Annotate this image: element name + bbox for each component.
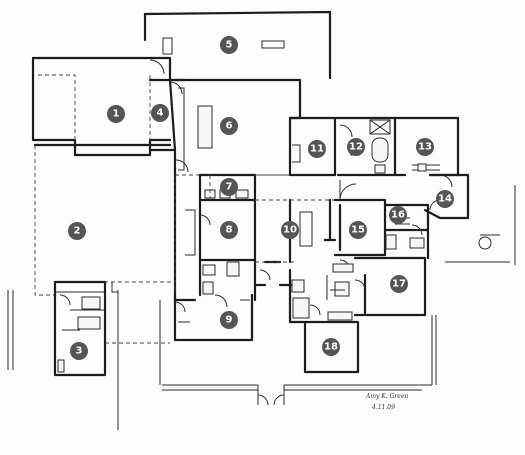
room-badge-16: 16 xyxy=(389,206,407,224)
room-badge-10: 10 xyxy=(281,221,299,239)
bedroom-18-walls xyxy=(288,268,360,374)
bath-16-walls xyxy=(383,203,430,260)
svg-text:1: 1 xyxy=(113,109,120,120)
room-badge-6: 6 xyxy=(220,117,238,135)
svg-text:18: 18 xyxy=(324,342,338,353)
svg-text:7: 7 xyxy=(226,182,233,193)
bedroom-9-walls xyxy=(173,258,254,342)
svg-text:16: 16 xyxy=(391,210,405,221)
room-badge-9: 9 xyxy=(220,311,238,329)
motor-court-outline xyxy=(7,143,175,430)
room-badge-8: 8 xyxy=(220,221,238,239)
entry-connector-walls xyxy=(253,260,297,287)
svg-text:15: 15 xyxy=(351,225,365,236)
room-badge-15: 15 xyxy=(349,221,367,239)
room-badge-7: 7 xyxy=(220,178,238,196)
svg-text:17: 17 xyxy=(392,279,406,290)
svg-text:10: 10 xyxy=(283,225,297,236)
drawing-date: 4.11.09 xyxy=(371,404,395,411)
garage-walls xyxy=(31,56,172,157)
room-badge-17: 17 xyxy=(390,275,408,293)
svg-text:9: 9 xyxy=(226,315,233,326)
svg-text:4: 4 xyxy=(157,108,164,119)
courtyard-outline xyxy=(159,185,516,406)
room-badge-3: 3 xyxy=(70,342,88,360)
bedroom-17-walls xyxy=(326,256,427,317)
architect-signature: Amy K. Green xyxy=(365,393,408,400)
room-badge-1: 1 xyxy=(107,105,125,123)
master-suite-walls xyxy=(288,116,460,188)
room-badge-2: 2 xyxy=(68,222,86,240)
svg-text:6: 6 xyxy=(226,121,233,132)
center-wing-walls xyxy=(173,173,257,302)
svg-text:8: 8 xyxy=(226,225,233,236)
rear-terrace-outline xyxy=(143,10,332,80)
room-badge-18: 18 xyxy=(322,338,340,356)
room-badge-11: 11 xyxy=(308,140,326,158)
guest-suite-walls xyxy=(53,280,170,377)
room-badge-14: 14 xyxy=(436,190,454,208)
room-badge-13: 13 xyxy=(416,138,434,156)
svg-text:5: 5 xyxy=(226,40,233,51)
room-badge-12: 12 xyxy=(347,138,365,156)
svg-text:2: 2 xyxy=(74,226,81,237)
room-badge-5: 5 xyxy=(220,36,238,54)
svg-text:12: 12 xyxy=(349,142,363,153)
svg-text:14: 14 xyxy=(438,194,452,205)
svg-text:13: 13 xyxy=(418,142,432,153)
room-badge-4: 4 xyxy=(151,104,169,122)
svg-text:11: 11 xyxy=(310,144,324,155)
svg-text:3: 3 xyxy=(76,346,83,357)
